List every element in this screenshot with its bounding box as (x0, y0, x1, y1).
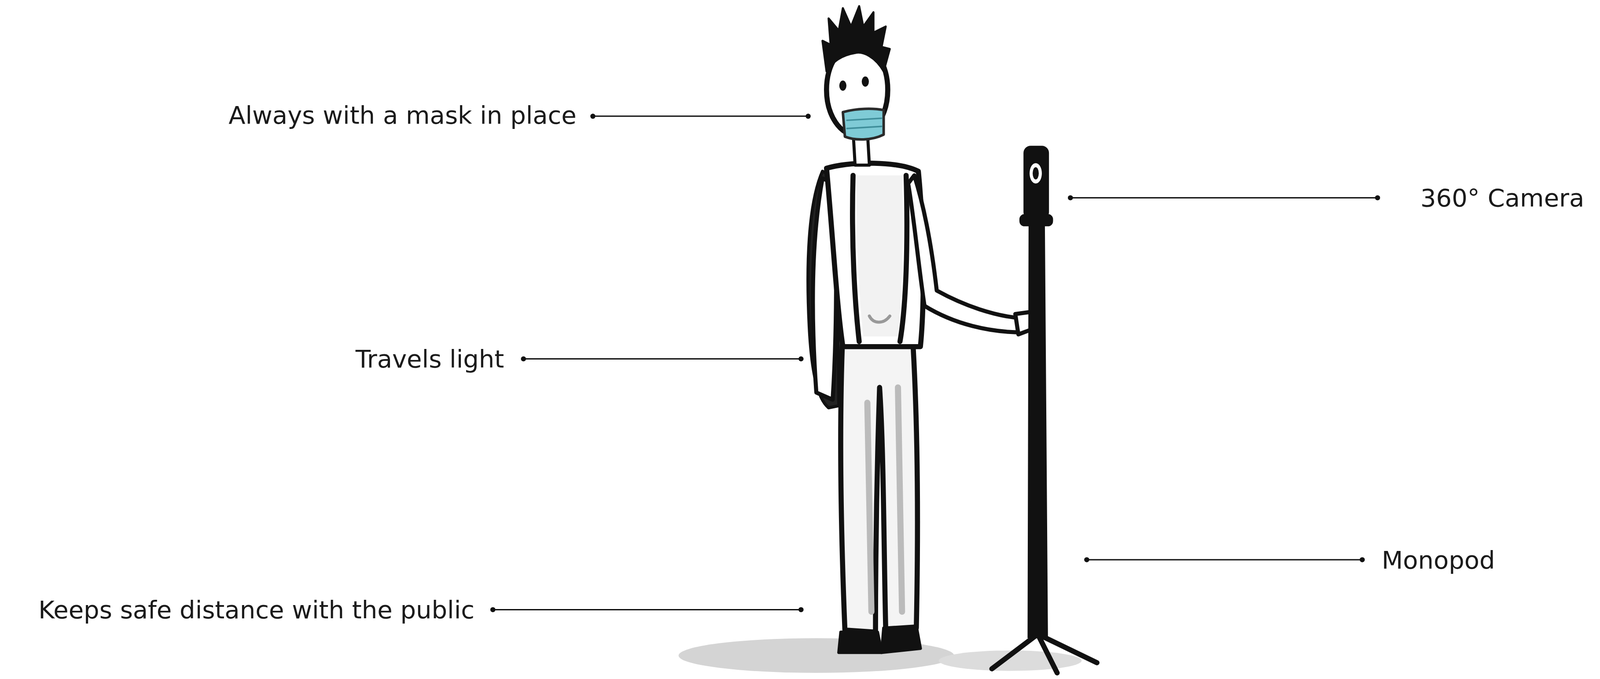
camera-360 (1023, 145, 1049, 220)
camera-360 (1019, 145, 1054, 227)
leader-line (490, 607, 496, 613)
camera-360 (1019, 214, 1054, 227)
camera-360 (1032, 167, 1039, 180)
leader-line (590, 113, 596, 119)
person-figure (869, 316, 890, 323)
leader-line (523, 358, 802, 360)
callout-label: Travels light (355, 344, 505, 374)
person-figure (846, 118, 882, 129)
monopod (991, 634, 1097, 674)
leader-line (798, 607, 804, 613)
person-figure (822, 6, 891, 72)
person-figure (908, 175, 1023, 333)
leader-line (492, 609, 802, 611)
person-figure (881, 626, 921, 653)
leader-line (1084, 557, 1090, 563)
callout-label: Keeps safe distance with the public (38, 595, 475, 626)
person-figure (808, 6, 1035, 653)
leader-line (1359, 557, 1365, 563)
leader-line (490, 113, 1381, 613)
leader-line (1375, 195, 1381, 201)
callout-label: 360° Camera (1420, 183, 1585, 213)
leader-line (592, 115, 809, 118)
leader-line (520, 356, 526, 362)
leader-line (1070, 197, 1378, 199)
person-figure (840, 331, 918, 633)
person-figure (867, 402, 872, 612)
callout-label: Always with a mask in place (228, 100, 577, 130)
person-figure (861, 76, 869, 87)
person-figure (839, 80, 847, 91)
monopod (991, 224, 1097, 674)
leader-line (805, 113, 811, 119)
monopod (1028, 224, 1048, 638)
person-figure (842, 108, 884, 140)
leader-line (798, 356, 804, 362)
leader-line (1086, 559, 1363, 561)
camera-360 (1029, 163, 1042, 184)
person-figure (838, 632, 882, 653)
person-figure (852, 175, 860, 342)
person-figure (856, 175, 903, 337)
person-figure (900, 175, 908, 342)
person-figure (897, 387, 902, 612)
leader-line (1067, 195, 1074, 201)
callout-label: Monopod (1381, 545, 1496, 575)
